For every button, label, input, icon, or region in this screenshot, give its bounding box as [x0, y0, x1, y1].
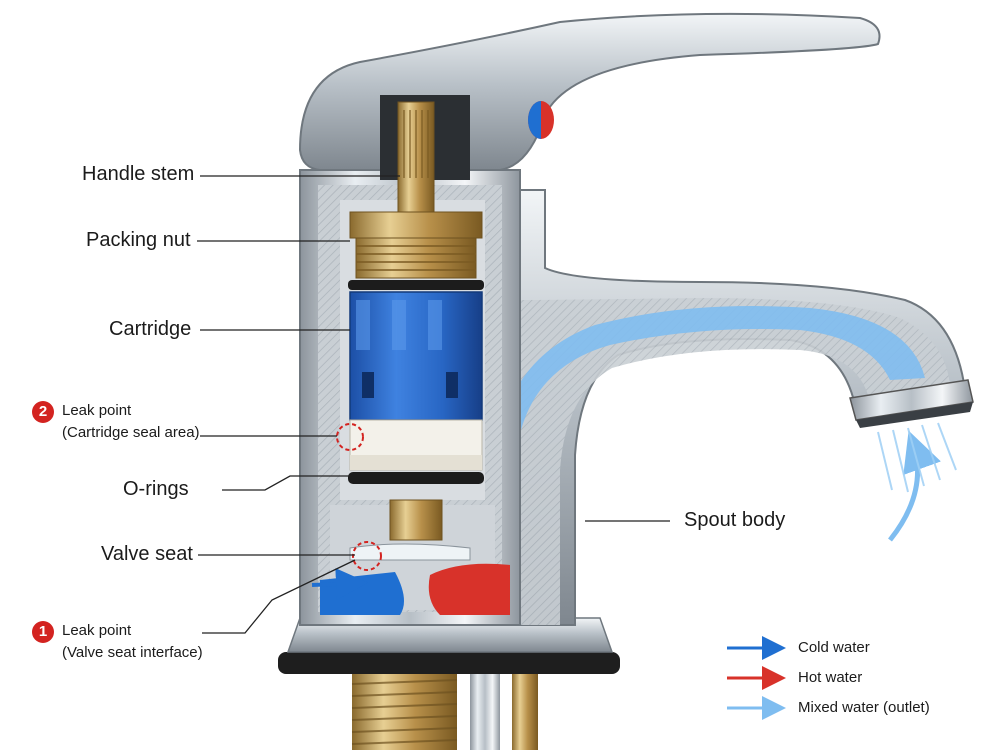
label-valve-seat: Valve seat	[101, 543, 193, 565]
label-leak1-title: Leak point	[62, 622, 132, 639]
base-plate	[278, 617, 620, 674]
cold-inflow-arrow	[311, 568, 368, 600]
label-handle-stem: Handle stem	[82, 163, 195, 185]
leader-lines	[197, 175, 670, 634]
leak-badge-2: 2	[32, 401, 54, 423]
o-ring-lower	[348, 472, 484, 484]
outlet-arrow	[888, 430, 941, 542]
handle-stem-part	[397, 101, 435, 221]
label-leak2-sub: (Cartridge seal area)	[62, 424, 200, 441]
label-packing-nut: Packing nut	[86, 229, 191, 251]
legend-cold-label: Cold water	[798, 639, 870, 656]
label-spout-body: Spout body	[684, 509, 786, 531]
o-ring-upper	[348, 280, 484, 290]
label-leak1-sub: (Valve seat interface)	[62, 644, 203, 661]
label-leak2-title: Leak point	[62, 402, 132, 419]
label-cartridge: Cartridge	[109, 318, 192, 340]
packing-nut-part	[349, 211, 483, 279]
threaded-shanks	[351, 672, 538, 750]
water-stream	[877, 422, 957, 493]
spout-outer	[495, 189, 974, 626]
legend-mixed-label: Mixed water (outlet)	[798, 699, 930, 716]
leak-circle-1	[352, 541, 382, 571]
label-o-rings: O-rings	[123, 478, 189, 500]
leak-badge-1: 1	[32, 621, 54, 643]
leak-circle-2	[336, 423, 364, 451]
legend-hot-label: Hot water	[798, 669, 863, 686]
hot-chamber	[428, 563, 510, 615]
cartridge-part	[349, 291, 483, 471]
lever-handle	[298, 12, 881, 180]
